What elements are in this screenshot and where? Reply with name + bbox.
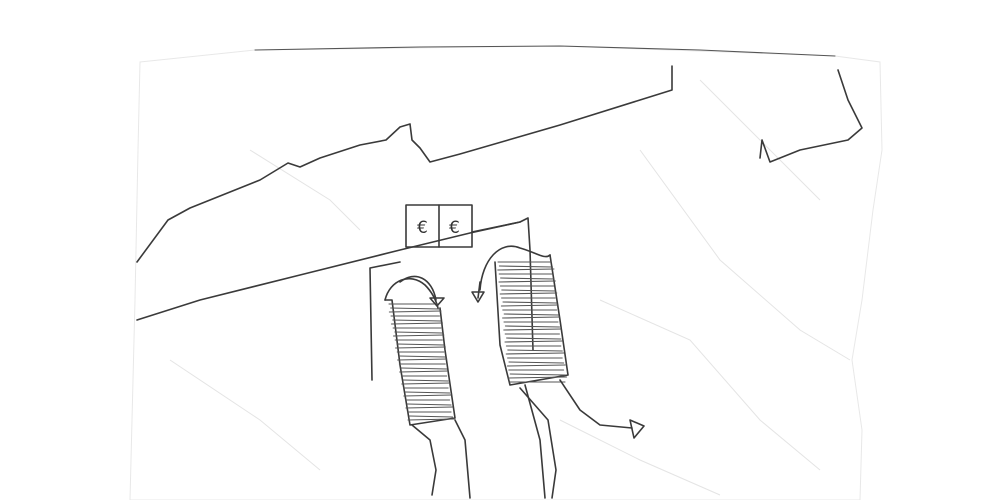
paper-sheet [130, 46, 882, 500]
booth-right-symbol: € [449, 218, 460, 238]
booth-left-symbol: € [417, 218, 428, 238]
